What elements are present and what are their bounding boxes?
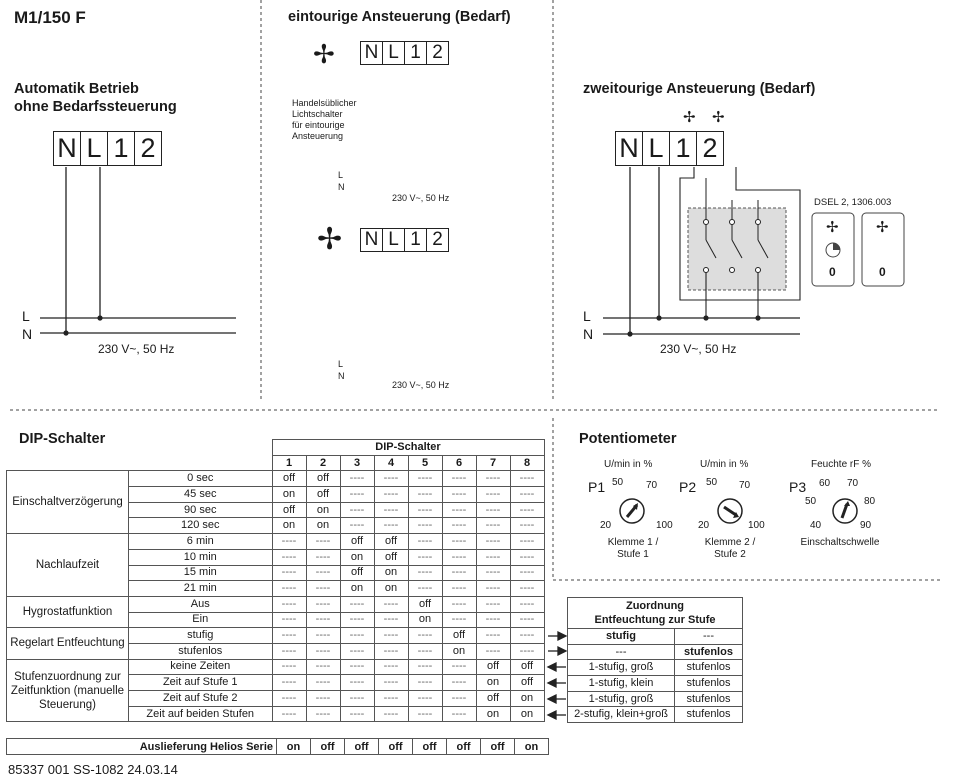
poti-title: Potentiometer: [579, 431, 677, 447]
dip-row-label: 21 min: [128, 580, 273, 597]
panel3-wiring: [603, 167, 905, 337]
dip-row-label: 6 min: [128, 533, 273, 550]
table-row: Zeit auf beiden Stufen------------------…: [7, 705, 545, 723]
dip-group-label: Einschaltverzögerung: [6, 470, 129, 535]
dsel-value-right: 0: [879, 265, 886, 279]
panel2-top-voltage: 230 V~, 50 Hz: [392, 193, 450, 203]
dip-row-label: 10 min: [128, 548, 273, 566]
panel3-voltage: 230 V~, 50 Hz: [660, 342, 737, 356]
terminal-block-panel1: N L 1 2: [53, 131, 162, 166]
panel2-bottom-l: L: [338, 359, 344, 369]
terminal-l: L: [383, 42, 405, 64]
dip-row-label: Zeit auf beiden Stufen: [128, 705, 273, 723]
terminal-block-panel2-top: N L 1 2: [360, 41, 449, 65]
panel2-title: eintourige Ansteuerung (Bedarf): [288, 9, 511, 25]
poti-dials: [619, 498, 858, 524]
fan-icon-large: ✢: [317, 223, 343, 256]
table-row: Ein----------------on------------: [7, 611, 545, 629]
terminal-2: 2: [432, 42, 443, 63]
dip-row-label: 45 sec: [128, 486, 273, 503]
terminal-n: N: [361, 229, 383, 251]
dip-group-label: Nachlaufzeit: [6, 533, 129, 597]
dsel-label: DSEL 2, 1306.003: [814, 197, 892, 208]
dip-group-label: Regelart Entfeuchtung: [6, 627, 129, 660]
poti1-caption: Klemme 1 /Stufe 1: [607, 537, 659, 560]
terminal-block-panel2-bottom: N L 1 2: [360, 228, 449, 252]
poti3-unit: Feuchte rF %: [811, 459, 872, 470]
panel2-top-n: N: [338, 182, 345, 192]
panel3-n-label: N: [583, 326, 594, 342]
terminal-block-panel3: N L 1 2: [615, 131, 724, 166]
panel3-l-label: L: [583, 308, 591, 324]
fan-icon-small: ✢: [313, 39, 335, 69]
panel2-top-l: L: [338, 170, 344, 180]
fan-icon-stage1: ✢: [683, 109, 696, 126]
terminal-l: L: [643, 132, 670, 165]
terminal-n: N: [54, 132, 81, 165]
table-row: Zeit auf Stufe 2------------------------…: [7, 690, 545, 707]
terminal-2: 2: [140, 133, 156, 163]
dsel-fan-icon-right: ✢: [876, 219, 889, 236]
poti1-name: P1: [588, 479, 606, 495]
table-row: Stufenzuordnung zur Zeitfunktion (manuel…: [6, 658, 545, 723]
terminal-1: 1: [108, 132, 135, 165]
terminal-2: 2: [432, 229, 443, 250]
panel1-title-line1: Automatik Betrieb: [14, 81, 139, 97]
poti2-unit: U/min in %: [700, 459, 749, 470]
dip-header: DIP-Schalter: [271, 439, 545, 456]
panel2-bottom-n: N: [338, 371, 345, 381]
footer-code: 85337 001 SS-1082 24.03.14: [8, 762, 178, 777]
terminal-n: N: [361, 42, 383, 64]
poti3-caption: Einschaltschwelle: [800, 537, 880, 548]
panel1-n-label: N: [22, 326, 33, 342]
terminal-l: L: [81, 132, 108, 165]
terminal-l: L: [383, 229, 405, 251]
dsel-value-left: 0: [829, 265, 836, 279]
terminal-1: 1: [670, 132, 697, 165]
poti2-caption: Klemme 2 /Stufe 2: [704, 537, 756, 560]
panel1-l-label: L: [22, 308, 30, 324]
poti3-name: P3: [789, 479, 807, 495]
terminal-1: 1: [405, 42, 427, 64]
switch-note: Handelsüblicher Lichtschalter für eintou…: [292, 98, 357, 141]
poti2-name: P2: [679, 479, 697, 495]
panel1-title-line2: ohne Bedarfssteuerung: [14, 99, 177, 115]
fan-icon-stage2: ✢: [712, 109, 725, 126]
panel3-title: zweitourige Ansteuerung (Bedarf): [583, 81, 816, 97]
panel1-voltage: 230 V~, 50 Hz: [98, 342, 175, 356]
terminal-n: N: [616, 132, 643, 165]
dsel-fan-icon-left: ✢: [826, 219, 839, 236]
terminal-1: 1: [405, 229, 427, 251]
terminal-2: 2: [702, 133, 718, 163]
panel2-bottom-voltage: 230 V~, 50 Hz: [392, 380, 450, 390]
poti1-unit: U/min in %: [604, 459, 653, 470]
model-title: M1/150 F: [14, 8, 86, 27]
panel1-wiring: [40, 167, 236, 336]
dip-group-label: Stufenzuordnung zur Zeitfunktion (manuel…: [6, 658, 129, 723]
dip-row-label: 15 min: [128, 564, 273, 582]
dip-title: DIP-Schalter: [19, 431, 106, 447]
